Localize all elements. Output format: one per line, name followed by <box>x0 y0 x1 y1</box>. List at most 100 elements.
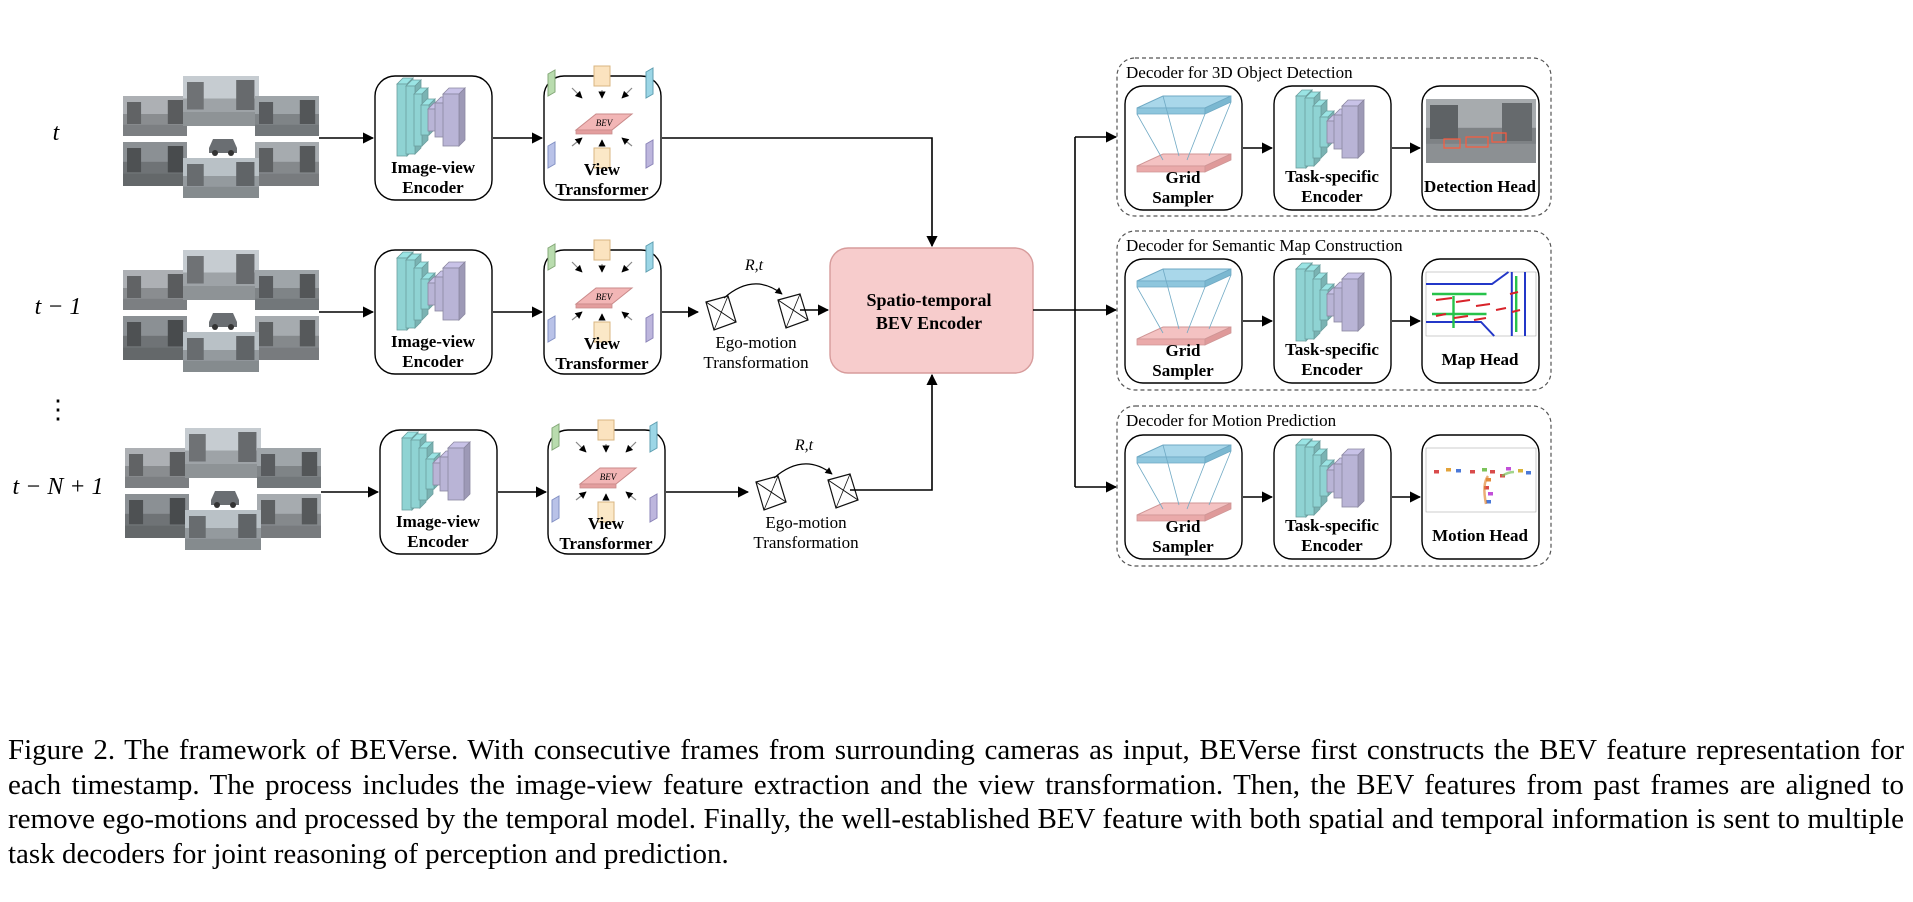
spatio-temporal-encoder-label-line: Spatio-temporal <box>867 290 992 310</box>
projection-line <box>1162 268 1180 330</box>
right-front-panel <box>645 67 654 99</box>
map-lane-dash <box>1435 297 1453 301</box>
detection-box <box>1465 136 1489 148</box>
feature-plane-top-edge <box>1136 280 1206 288</box>
map-crossing-line <box>1432 276 1518 332</box>
view-transformer-icon: BEV <box>547 65 654 169</box>
decoder-title: Decoder for Semantic Map Construction <box>1126 236 1403 255</box>
camera-frame <box>123 316 187 360</box>
arrow-row-tn-to-encoder <box>850 373 938 491</box>
ego-motion-label-line: Transformation <box>753 533 859 552</box>
frustum-icon <box>777 293 809 329</box>
grid-sampler-box <box>1124 85 1243 211</box>
camera-frame <box>183 332 259 372</box>
rotation-arrow <box>723 283 783 299</box>
ego-car-icon <box>211 491 239 508</box>
agent-marker <box>1486 478 1491 482</box>
front-camera-panel <box>593 239 611 261</box>
camera-frame <box>185 510 261 550</box>
agent-marker <box>1470 470 1475 474</box>
camera-frame <box>125 494 189 538</box>
grid-sampler-box <box>1124 434 1243 560</box>
timestep-row: t − N + 1Image-viewEncoderBEVViewTransfo… <box>12 419 859 555</box>
camera-frame <box>255 96 319 136</box>
decoder-title: Decoder for 3D Object Detection <box>1126 63 1353 82</box>
camera-frame <box>123 270 187 310</box>
front-camera-panel <box>593 65 611 87</box>
encoder-layer-6 <box>1341 448 1365 508</box>
right-front-panel <box>645 241 654 273</box>
view-transformer-label-line: Transformer <box>555 354 649 373</box>
rt-symbol: R,t <box>744 257 764 274</box>
arrow-row-t-to-encoder <box>662 137 938 248</box>
time-label: t − 1 <box>35 294 82 320</box>
right-front-panel <box>649 421 658 453</box>
camera-frame <box>183 158 259 198</box>
encoder-layer-6 <box>1341 99 1365 159</box>
projection-arrow <box>571 137 583 147</box>
camera-frame <box>255 316 319 360</box>
view-transformer-label-line: Transformer <box>555 180 649 199</box>
figure-caption: Figure 2. The framework of BEVerse. With… <box>8 734 1904 870</box>
agent-marker <box>1456 469 1461 473</box>
ego-car-icon <box>209 139 237 156</box>
ego-car-icon <box>209 313 237 330</box>
task-decoder: Decoder for Motion PredictionGridSampler… <box>1116 405 1552 567</box>
camera-frame <box>123 96 187 136</box>
projection-line <box>1186 113 1206 161</box>
projection-line <box>1208 450 1232 506</box>
task-specific-encoder-label-line: Encoder <box>1301 187 1363 206</box>
projection-arrow <box>625 441 637 453</box>
left-back-panel <box>551 495 560 523</box>
grid-sampler-icon <box>1136 268 1232 346</box>
map-lane-dash <box>1435 313 1447 317</box>
task-decoder: Decoder for 3D Object DetectionGridSampl… <box>1116 57 1552 217</box>
task-head-label: Map Head <box>1442 350 1520 369</box>
row-ellipsis: ⋮ <box>45 395 71 424</box>
view-transformer-label-line: View <box>584 334 621 353</box>
decoder-container <box>1116 230 1552 391</box>
grid-sampler-label-line: Grid <box>1166 517 1201 536</box>
task-head-label: Detection Head <box>1424 177 1536 196</box>
task-specific-encoder-label-line: Task-specific <box>1285 516 1379 535</box>
grid-sampler-label-line: Sampler <box>1152 188 1214 207</box>
right-back-panel <box>645 313 654 343</box>
task-specific-encoder-label-line: Encoder <box>1301 536 1363 555</box>
projection-line <box>1186 462 1206 510</box>
image-view-encoder-label-line: Encoder <box>402 352 464 371</box>
predicted-trajectory <box>1501 470 1515 478</box>
map-divider-line <box>1426 271 1510 337</box>
decoder-title: Decoder for Motion Prediction <box>1126 411 1337 430</box>
back-camera-panel <box>597 501 615 523</box>
projection-arrow <box>575 491 587 501</box>
motion-map-image <box>1425 447 1537 513</box>
map-lane-dash <box>1475 303 1491 307</box>
projection-arrow <box>621 87 633 99</box>
encoder-layer-6 <box>447 441 471 501</box>
right-back-panel <box>649 493 658 523</box>
agent-marker <box>1434 470 1439 474</box>
detection-box <box>1491 132 1507 143</box>
map-divider-line <box>1510 272 1526 336</box>
agent-marker <box>1446 468 1451 472</box>
projection-line <box>1136 113 1164 161</box>
surround-camera-images <box>123 250 319 372</box>
projection-line <box>1208 274 1232 330</box>
spatio-temporal-encoder-label-line: BEV Encoder <box>876 313 982 333</box>
left-back-panel <box>547 315 556 343</box>
image-view-encoder-label-line: Image-view <box>396 512 481 531</box>
back-camera-panel <box>593 321 611 343</box>
image-view-encoder-icon <box>396 77 466 157</box>
ego-motion-label-line: Ego-motion <box>715 333 797 352</box>
